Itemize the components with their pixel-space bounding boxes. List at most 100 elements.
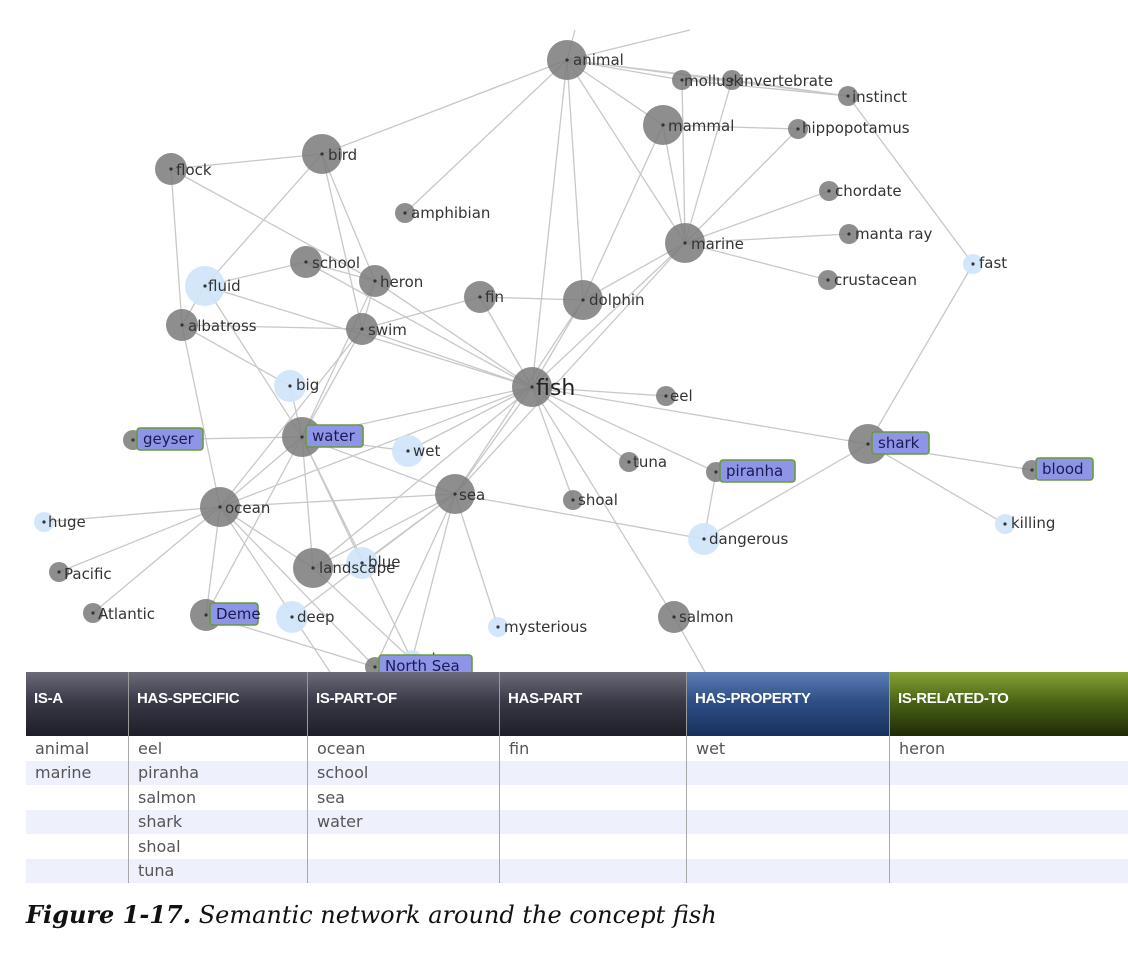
node-dot-salmon	[672, 615, 676, 619]
node-label-flock: flock	[176, 161, 212, 179]
edge-ocean-atlantic	[92, 506, 221, 614]
node-dot-fast	[971, 262, 975, 266]
table-cell-is-related-to	[890, 834, 1128, 859]
node-label-shark: shark	[878, 434, 920, 452]
table-cell-is-part-of[interactable]: school	[307, 760, 500, 785]
table-cell-has-specific[interactable]: piranha	[128, 760, 308, 785]
node-label-shoal: shoal	[578, 491, 618, 509]
table-cell-has-property	[686, 809, 890, 834]
edge-mammal-dolphin	[582, 124, 664, 301]
node-label-deme: Deme	[216, 605, 261, 623]
edge-landscape-calm	[312, 567, 413, 661]
edge-instinct-fast	[847, 95, 974, 265]
edges-layer	[43, 29, 1033, 672]
edge-swim-ocean	[219, 328, 363, 508]
edge-hippopotamus-marine	[684, 128, 799, 244]
node-dot-sea	[453, 492, 457, 496]
edge-mollusk-instinct	[681, 79, 849, 97]
table-row: tuna	[26, 858, 1128, 883]
node-dot-bird	[320, 152, 324, 156]
node-label-atlantic: Atlantic	[98, 605, 155, 623]
edge-swim-fish	[361, 328, 533, 388]
table-cell-is-related-to	[890, 785, 1128, 810]
node-dot-heron	[373, 279, 377, 283]
table-cell-has-specific[interactable]: tuna	[128, 858, 308, 883]
node-label-piranha: piranha	[726, 462, 783, 480]
node-dot-animal	[565, 58, 569, 62]
edge-offscreen-animal	[566, 29, 691, 61]
edge-fish-eel	[531, 386, 667, 397]
edge-ocean-pacific	[58, 506, 221, 573]
edge-water-deme	[205, 436, 303, 616]
table-cell-is-related-to[interactable]: heron	[899, 738, 946, 758]
edge-flock-bird	[170, 153, 323, 170]
node-label-box-north-sea: North Sea	[378, 654, 473, 672]
node-label-pacific: Pacific	[64, 565, 112, 583]
edge-animal-amphibian	[404, 59, 568, 214]
table-cell-is-part-of	[307, 834, 500, 859]
node-label-chordate: chordate	[835, 182, 902, 200]
edge-marine-fish	[531, 242, 686, 388]
node-label-instinct: instinct	[852, 88, 907, 106]
node-dot-shoal	[571, 498, 575, 502]
table-cell-has-specific[interactable]: salmon	[128, 785, 308, 810]
edge-mammal-marine	[662, 124, 686, 244]
node-dot-flock	[169, 167, 173, 171]
edge-animal-marine	[566, 59, 686, 244]
node-dot-piranha	[714, 470, 718, 474]
table-cell-is-part-of[interactable]: ocean	[307, 736, 500, 761]
node-label-tuna: tuna	[633, 453, 667, 471]
edge-animal-bird	[321, 59, 568, 155]
node-label-animal: animal	[573, 51, 624, 69]
edge-invertebrate-marine	[684, 79, 733, 244]
node-label-invertebrate: invertebrate	[740, 72, 833, 90]
column-header-is-related-to: IS-RELATED-TO	[889, 672, 1128, 736]
node-label-bird: bird	[328, 146, 357, 164]
table-cell-is-related-to	[889, 760, 1128, 785]
table-cell-has-property[interactable]: wet	[686, 736, 890, 761]
table-cell-is-a	[26, 785, 129, 810]
node-dot-ocean	[218, 505, 222, 509]
node-dot-killing	[1003, 522, 1007, 526]
edge-ocean-north_sea	[219, 506, 376, 668]
edge-swim-water	[301, 328, 363, 438]
table-cell-has-property	[686, 858, 890, 883]
node-label-blood: blood	[1042, 460, 1084, 478]
node-label-sea: sea	[459, 486, 485, 504]
edge-animal-fish	[531, 59, 568, 388]
table-cell-has-specific[interactable]: shark	[128, 809, 308, 834]
node-label-swim: swim	[368, 321, 407, 339]
table-cell-has-specific[interactable]: eel	[128, 736, 308, 761]
node-dot-big	[288, 384, 292, 388]
node-label-water: water	[312, 427, 356, 445]
edge-sea-landscape	[312, 493, 456, 569]
node-label-marine: marine	[691, 235, 744, 253]
node-dot-mollusk	[680, 78, 684, 82]
table-cell-has-specific[interactable]: shoal	[128, 834, 308, 859]
node-dot-blue	[360, 561, 364, 565]
column-header-has-specific: HAS-SPECIFIC	[128, 672, 308, 736]
node-label-school: school	[312, 254, 360, 272]
node-dot-huge	[42, 520, 46, 524]
node-label-fast: fast	[979, 254, 1007, 272]
column-header-is-a: IS-A	[26, 672, 129, 736]
node-label-manta-ray: manta ray	[855, 225, 933, 243]
edge-albatross-swim	[181, 324, 363, 330]
node-label-box-piranha: piranha	[719, 459, 796, 483]
node-dot-swim	[360, 327, 364, 331]
node-label-box-geyser: geyser	[136, 427, 204, 451]
table-cell-is-a[interactable]: marine	[26, 760, 129, 785]
edge-fish-piranha	[531, 386, 717, 473]
edge-sea-mysterious	[454, 493, 499, 628]
table-cell-is-a[interactable]: animal	[26, 736, 129, 761]
node-label-fluid: fluid	[208, 277, 241, 295]
node-dot-eel	[664, 394, 668, 398]
table-cell-has-part[interactable]: fin	[499, 736, 687, 761]
table-cell-is-part-of[interactable]: water	[307, 809, 500, 834]
table-cell-is-part-of[interactable]: sea	[307, 785, 500, 810]
edge-heron-fish	[374, 280, 533, 388]
